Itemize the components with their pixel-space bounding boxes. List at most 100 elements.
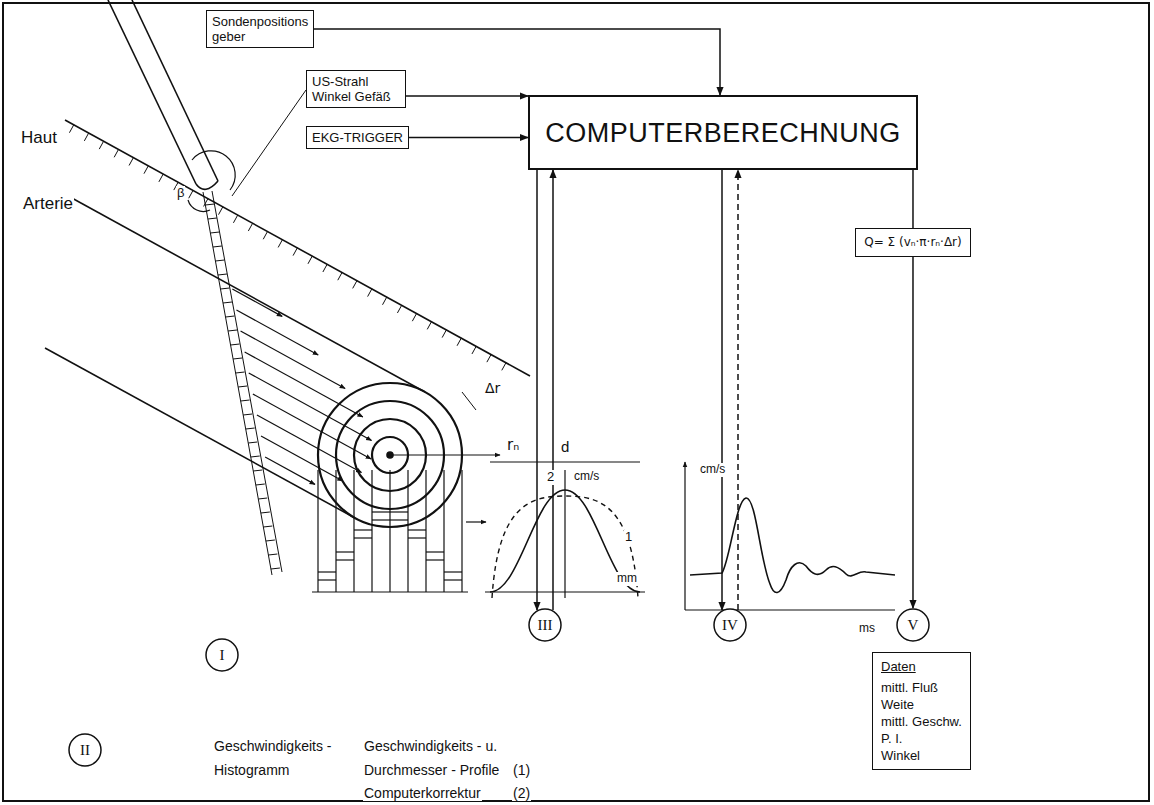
histogram-bar <box>354 529 372 530</box>
node-text: II <box>80 742 90 759</box>
axis-label: β <box>176 186 185 201</box>
beam-tick <box>223 302 232 303</box>
beam-tick <box>271 568 280 569</box>
formula-box: Q= Σ (vₙ·π·rₙ·Δr) <box>855 228 970 257</box>
probe <box>108 0 196 184</box>
beam-tick <box>228 330 237 331</box>
beam-tick <box>218 274 227 275</box>
node-text: COMPUTERBERECHNUNG <box>545 117 901 149</box>
histogram-bar <box>426 559 444 560</box>
axis-label: Δr <box>484 380 501 396</box>
beam-tick <box>215 260 224 261</box>
ultrasound-beam <box>203 192 272 575</box>
histogram-column <box>461 470 462 592</box>
profile-axis <box>485 591 645 592</box>
node-text: I <box>220 647 225 664</box>
process-box: COMPUTERBERECHNUNG <box>528 95 918 170</box>
histogram-column <box>407 470 408 592</box>
flow-arrow <box>241 331 346 388</box>
caption-text: Histogramm <box>213 762 290 778</box>
skin-tick <box>114 149 118 157</box>
connector-arrow <box>912 170 914 228</box>
node-text: EKG-TRIGGER <box>312 130 403 145</box>
vessel-center <box>387 452 393 458</box>
circle-outline <box>897 609 929 641</box>
connector-arrow <box>737 170 739 610</box>
frame <box>3 3 1149 801</box>
histogram-base <box>312 591 468 592</box>
skin-tick <box>84 133 88 141</box>
skin-tick <box>442 330 446 338</box>
node-text: Sondenpositions geber <box>212 14 308 44</box>
histogram-column <box>335 470 336 592</box>
beam-tick <box>263 526 272 527</box>
beam-tick <box>213 246 222 247</box>
connector-arrow <box>406 95 528 97</box>
box-heading: Daten <box>881 658 962 675</box>
input-box: EKG-TRIGGER <box>306 126 409 149</box>
beam-tick <box>258 498 267 499</box>
beam-tick <box>205 204 214 205</box>
axis-label: cm/s <box>573 470 600 484</box>
node-text: P. I. <box>881 730 962 747</box>
beam-tick <box>208 218 217 219</box>
beam-tick <box>251 456 260 457</box>
input-box: US-Strahl Winkel Gefäß <box>306 70 406 108</box>
flow-arrow <box>253 394 371 459</box>
node-text: Q= Σ (vₙ·π·rₙ·Δr) <box>864 235 961 250</box>
waveform-axis <box>684 462 685 610</box>
circle-outline <box>69 734 101 766</box>
radius-arrow <box>393 454 500 455</box>
skin-tick <box>248 223 252 231</box>
skin-tick <box>278 240 282 248</box>
histogram-bar <box>318 579 336 580</box>
flow-arrow <box>261 436 343 481</box>
structure-label: Arterie <box>22 194 74 214</box>
callout-number: III <box>528 608 562 642</box>
diameter-line <box>490 461 640 462</box>
callout-number: I <box>205 638 239 672</box>
skin-tick <box>368 289 372 297</box>
skin-tick <box>99 141 103 149</box>
histogram-column <box>425 470 426 592</box>
angle-arc <box>192 151 235 190</box>
node-text: V <box>908 617 919 634</box>
caption-text: Computerkorrektur <box>363 785 482 801</box>
structure-label: Haut <box>20 128 58 148</box>
beam-tick <box>256 484 265 485</box>
callout-number: IV <box>713 608 747 642</box>
velocity-histogram <box>312 470 468 592</box>
caption-text: (1) <box>512 762 531 778</box>
artery-wall <box>70 197 425 392</box>
skin-tick <box>457 338 461 346</box>
connector-arrow <box>552 170 554 610</box>
beam-tick <box>220 288 229 289</box>
axis-label: rₙ <box>506 437 520 454</box>
beam-tick <box>236 372 245 373</box>
connector-arrow <box>721 170 723 610</box>
skin-tick <box>189 190 193 198</box>
beam-tick <box>238 386 247 387</box>
node-text: Winkel <box>881 747 962 764</box>
node-text: mittl. Fluß <box>881 679 962 696</box>
flow-arrow <box>265 457 315 484</box>
histogram-bar <box>336 559 354 560</box>
delta-r-mark <box>462 392 476 410</box>
artery-wall <box>45 348 355 518</box>
skin-tick <box>427 321 431 329</box>
connector-arrow <box>536 170 538 610</box>
profile-corrected <box>490 490 640 592</box>
histogram-bar <box>390 511 408 512</box>
histogram-column <box>371 470 372 592</box>
beam-tick <box>226 316 235 317</box>
axis-label: mm <box>616 572 638 586</box>
node-text: III <box>538 617 553 634</box>
skin-tick <box>323 264 327 272</box>
velocity-waveform <box>690 498 895 593</box>
histogram-column <box>389 470 390 592</box>
histogram-bar <box>336 551 354 552</box>
connector-arrow <box>409 137 528 139</box>
skin-tick <box>263 231 267 239</box>
caption-text: Durchmesser - Profile <box>363 762 500 778</box>
beam-tick <box>243 414 252 415</box>
